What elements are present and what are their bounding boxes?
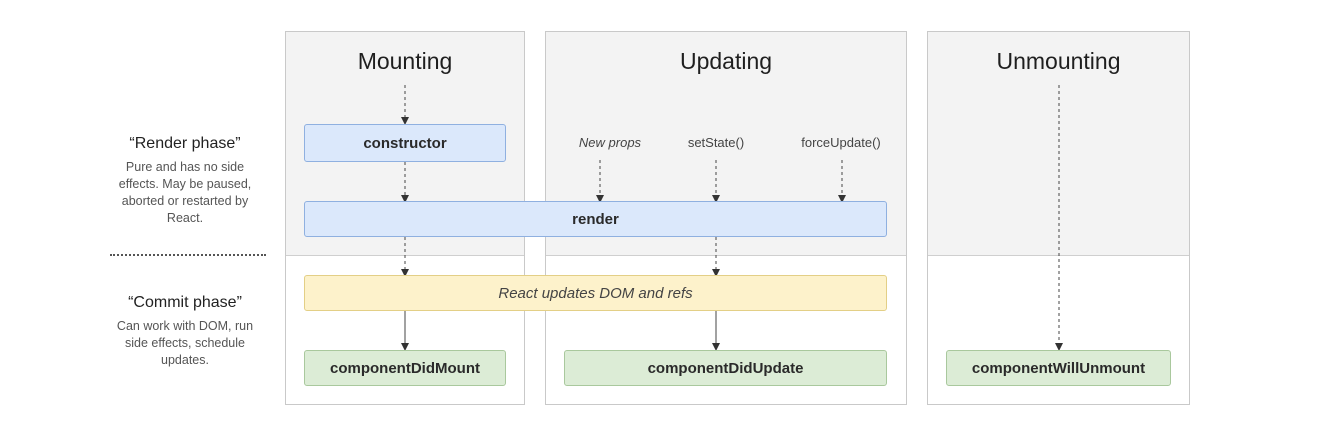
component-did-update-box: componentDidUpdate xyxy=(564,350,887,386)
force-update-trigger: forceUpdate() xyxy=(801,135,881,150)
render-phase-description: Pure and has no side effects. May be pau… xyxy=(118,160,252,225)
phase-divider xyxy=(928,255,1189,256)
render-phase-label: “Render phase” Pure and has no side effe… xyxy=(110,135,260,227)
mounting-title: Mounting xyxy=(357,48,453,74)
component-did-mount-box: componentDidMount xyxy=(304,350,506,386)
commit-phase-title: “Commit phase” xyxy=(128,294,242,311)
commit-phase-label: “Commit phase” Can work with DOM, run si… xyxy=(110,294,260,369)
phase-divider xyxy=(546,255,906,256)
phase-divider xyxy=(286,255,524,256)
unmounting-column: Unmounting xyxy=(927,31,1190,405)
commit-phase-description: Can work with DOM, run side effects, sch… xyxy=(116,319,254,367)
new-props-trigger: New props xyxy=(578,135,642,150)
render-box: render xyxy=(304,201,887,237)
render-phase-title: “Render phase” xyxy=(129,135,241,152)
unmounting-title: Unmounting xyxy=(996,48,1121,74)
updating-title: Updating xyxy=(679,48,773,74)
phase-separator xyxy=(110,254,266,256)
constructor-box: constructor xyxy=(304,124,506,162)
set-state-trigger: setState() xyxy=(687,135,745,150)
component-will-unmount-box: componentWillUnmount xyxy=(946,350,1171,386)
dom-update-box: React updates DOM and refs xyxy=(304,275,887,311)
